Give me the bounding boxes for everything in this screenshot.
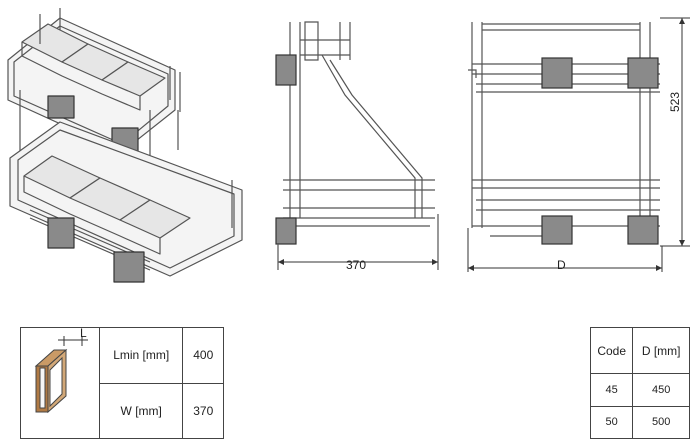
table-cell: 500 <box>632 405 690 439</box>
w-label: W [mm] <box>98 382 184 439</box>
table-cell: 450 <box>632 373 690 407</box>
table-cell: 45 <box>589 373 634 407</box>
d-header: D [mm] <box>632 327 690 374</box>
spec-image-cell <box>20 327 100 439</box>
dimension-523-label: 523 <box>668 91 682 112</box>
spec-table: Lmin [mm] 400 W [mm] 370 <box>20 327 224 439</box>
lmin-label: Lmin [mm] <box>98 327 184 384</box>
w-value: 370 <box>182 382 224 439</box>
table-cell: 50 <box>589 405 634 439</box>
code-table: Code D [mm] 45 450 50 500 <box>589 327 690 439</box>
dimension-d-label: D <box>557 258 566 272</box>
dimension-370-label: 370 <box>346 258 367 272</box>
code-header: Code <box>589 327 634 374</box>
lmin-value: 400 <box>182 327 224 384</box>
